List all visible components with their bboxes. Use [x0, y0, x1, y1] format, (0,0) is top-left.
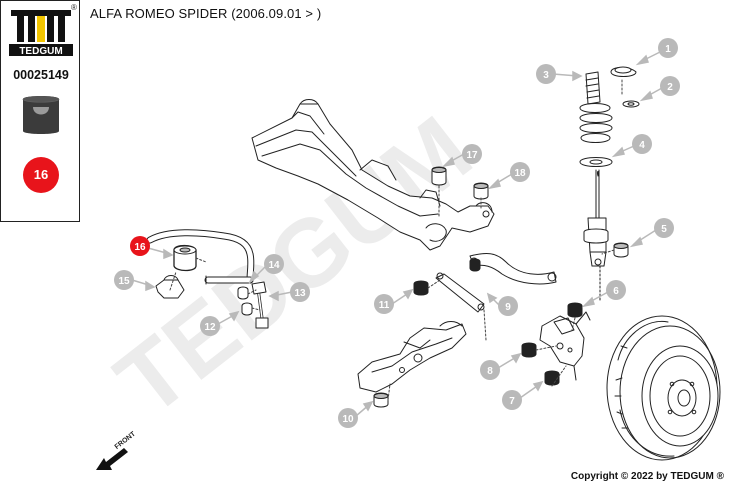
callout-8[interactable]: 8 [480, 360, 500, 380]
svg-text:1: 1 [665, 44, 671, 55]
svg-text:13: 13 [294, 288, 306, 299]
svg-text:4: 4 [639, 140, 645, 151]
svg-text:6: 6 [613, 286, 619, 297]
svg-text:17: 17 [466, 150, 478, 161]
callout-7[interactable]: 7 [502, 390, 522, 410]
wheel-carrier [539, 311, 591, 381]
svg-text:16: 16 [134, 242, 146, 253]
registered-mark: ® [71, 3, 77, 12]
svg-text:5: 5 [661, 224, 667, 235]
callout-3[interactable]: 3 [536, 64, 556, 84]
vehicle-title: ALFA ROMEO SPIDER (2006.09.01 > ) [90, 6, 322, 21]
svg-text:18: 18 [514, 168, 526, 179]
callout-4[interactable]: 4 [632, 134, 652, 154]
strut-assembly [579, 66, 640, 301]
part-number: 00025149 [13, 68, 69, 82]
callout-12[interactable]: 12 [200, 316, 220, 336]
callout-18[interactable]: 18 [510, 162, 530, 182]
selected-part-badge: 16 [23, 157, 59, 193]
svg-text:15: 15 [118, 276, 130, 287]
callout-10[interactable]: 10 [338, 408, 358, 428]
callout-17[interactable]: 17 [462, 144, 482, 164]
callout-5[interactable]: 5 [654, 218, 674, 238]
callout-13[interactable]: 13 [290, 282, 310, 302]
svg-text:9: 9 [505, 302, 511, 313]
bushing-thumbnail [22, 96, 60, 134]
leader-lines [169, 79, 623, 401]
callout-11[interactable]: 11 [374, 294, 394, 314]
copyright-text: Copyright © 2022 by TEDGUM ® [570, 471, 724, 482]
svg-text:2: 2 [667, 82, 673, 93]
rear-subframe [251, 99, 495, 251]
svg-text:14: 14 [268, 260, 280, 271]
svg-text:7: 7 [509, 396, 515, 407]
part-info-panel: TEDGUM ® 00025149 16 [0, 0, 80, 222]
callout-14[interactable]: 14 [264, 254, 284, 274]
callouts: 1 2 3 4 5 6 7 8 9 10 11 12 13 14 15 16 1… [114, 38, 680, 428]
svg-text:12: 12 [204, 322, 216, 333]
callout-2[interactable]: 2 [660, 76, 680, 96]
logo-text: TEDGUM [19, 46, 62, 57]
callout-9[interactable]: 9 [498, 296, 518, 316]
control-arms [357, 253, 557, 393]
svg-text:8: 8 [487, 366, 493, 377]
callout-16[interactable]: 16 [130, 236, 150, 256]
wheel [606, 315, 721, 461]
callout-arrows [131, 51, 663, 417]
svg-text:10: 10 [342, 414, 354, 425]
svg-text:11: 11 [379, 300, 390, 311]
callout-1[interactable]: 1 [658, 38, 678, 58]
stabilizer-bar [146, 229, 269, 329]
callout-6[interactable]: 6 [606, 280, 626, 300]
callout-15[interactable]: 15 [114, 270, 134, 290]
svg-text:3: 3 [543, 70, 549, 81]
tedgum-logo: TEDGUM [9, 10, 73, 57]
bushing-parts [373, 166, 629, 408]
front-arrow [96, 448, 128, 470]
